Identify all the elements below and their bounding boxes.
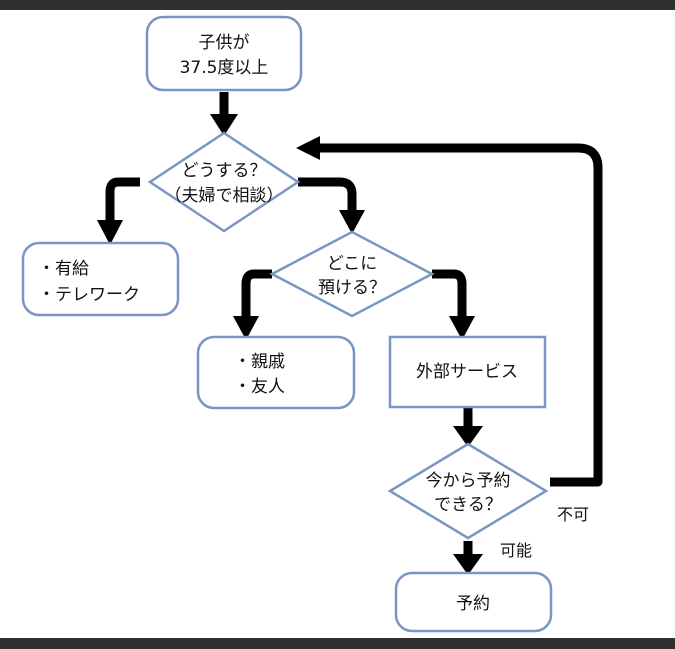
node-book-text: 予約 bbox=[456, 594, 490, 614]
node-start-text-1: 子供が bbox=[199, 33, 250, 53]
node-family bbox=[196, 335, 356, 410]
node-family-text-2: ・友人 bbox=[234, 377, 285, 397]
edge-label-yes: 可能 bbox=[500, 541, 532, 560]
node-decide-text-2: （夫婦で相談） bbox=[165, 186, 284, 206]
node-decide bbox=[147, 131, 301, 233]
node-decide-text-1: どうする？ bbox=[182, 161, 267, 181]
arrowhead-loop-to-decide bbox=[296, 136, 320, 160]
node-where-text-2: 預ける？ bbox=[318, 278, 386, 298]
node-where bbox=[269, 230, 435, 318]
arrowhead-where-to-family bbox=[233, 316, 259, 340]
node-family-text-1: ・親戚 bbox=[234, 352, 285, 372]
node-start-text-2: 37.5度以上 bbox=[180, 58, 269, 78]
node-canbook-text-1: 今から予約 bbox=[426, 471, 511, 491]
node-where-text-1: どこに bbox=[327, 254, 378, 274]
edge-label-no: 不可 bbox=[557, 505, 589, 524]
node-book bbox=[394, 571, 553, 633]
arrow-canbook-loop-to-decide bbox=[318, 143, 603, 487]
arrow-decide-to-where bbox=[298, 177, 357, 212]
node-service bbox=[388, 335, 547, 409]
node-service-text: 外部サービス bbox=[416, 362, 518, 382]
arrow-decide-to-leave bbox=[105, 177, 140, 222]
node-leave bbox=[21, 241, 180, 317]
arrow-where-to-service bbox=[432, 269, 467, 318]
node-start bbox=[145, 15, 303, 92]
node-canbook bbox=[387, 442, 549, 540]
arrowhead-start-to-decide bbox=[210, 114, 238, 136]
arrowhead-decide-to-leave bbox=[97, 220, 123, 245]
arrow-where-to-family bbox=[241, 269, 272, 318]
arrowhead-canbook-to-book bbox=[453, 554, 483, 575]
arrowhead-decide-to-where bbox=[339, 210, 365, 234]
flowchart: 子供が 37.5度以上 どうする？ （夫婦で相談） どこに 預ける？ 外部サービ… bbox=[21, 15, 603, 633]
node-leave-text-1: ・有給 bbox=[38, 259, 89, 279]
arrowhead-service-to-canbook bbox=[453, 426, 483, 447]
node-canbook-text-2: できる？ bbox=[434, 495, 502, 515]
flowchart-canvas: 子供が 37.5度以上 どうする？ （夫婦で相談） どこに 預ける？ 外部サービ… bbox=[0, 10, 675, 638]
node-leave-text-2: ・テレワーク bbox=[38, 285, 140, 305]
arrowhead-where-to-service bbox=[449, 316, 475, 340]
